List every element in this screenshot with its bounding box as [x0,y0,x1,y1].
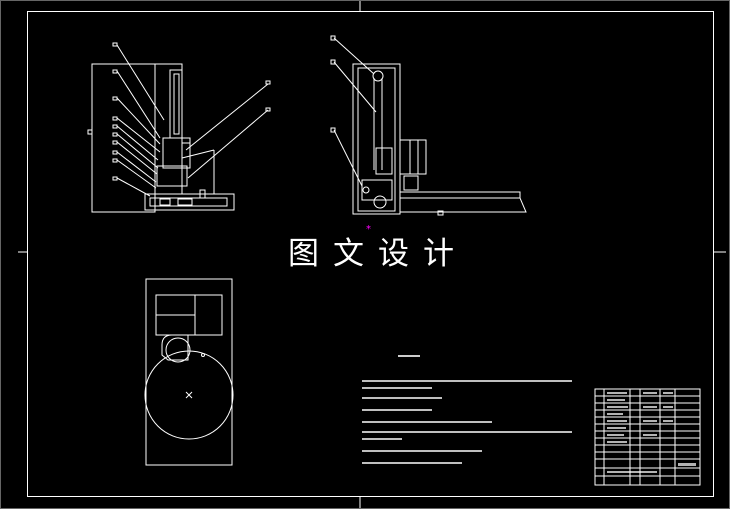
title-block [594,388,701,486]
front-view [87,42,271,213]
side-view [330,35,527,216]
top-view [144,278,234,466]
center-marker: * [366,224,371,235]
watermark-text: 图文设计 [288,236,468,272]
technical-notes [362,355,572,464]
title-block-text [607,392,696,473]
